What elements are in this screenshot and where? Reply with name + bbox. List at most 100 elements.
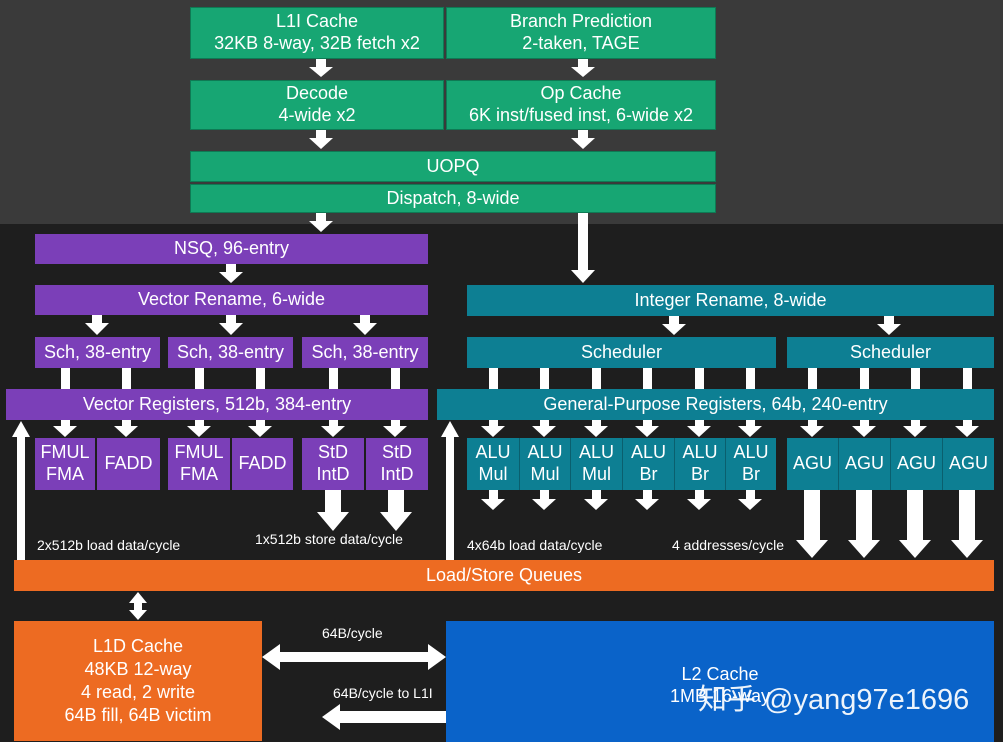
l1d-fill: 64B fill, 64B victim (64, 705, 212, 726)
alu-mul-2: ALU Mul (519, 438, 570, 490)
agu-3: AGU (890, 438, 942, 490)
arrow-down-vrename-sch2 (219, 315, 243, 335)
op-cache-title: Op Cache (540, 83, 622, 104)
integer-scheduler-1: Scheduler (467, 337, 776, 368)
unit-line2: Mul (530, 464, 560, 484)
arrow-gpr-alu2 (532, 420, 556, 437)
arrow-vreg-unit3 (187, 420, 211, 437)
vector-unit-fmul-fma-2: FMUL FMA (168, 438, 230, 490)
unit-line1: FMUL (40, 442, 90, 463)
arrow-l2-to-l1i (322, 704, 446, 730)
agu-label: AGU (948, 453, 988, 474)
arrow-agu3-lsq (899, 490, 931, 558)
arrow-sch2-reg-b (256, 368, 265, 389)
uopq-block: UOPQ (190, 151, 716, 182)
arrow-lsq-l1d-bidir (129, 592, 147, 620)
arrow-gpr-alu1 (481, 420, 505, 437)
unit-line1: StD (317, 442, 348, 463)
arrow-gpr-agu3 (903, 420, 927, 437)
alu-br-3: ALU Br (725, 438, 776, 490)
arrow-alu6-out (738, 490, 762, 510)
vector-load-label: 2x512b load data/cycle (37, 537, 181, 553)
arrow-isch-gpr-6 (746, 368, 755, 389)
op-cache-detail: 6K inst/fused inst, 6-wide x2 (468, 105, 694, 125)
arrow-down-vrename-sch1 (85, 315, 109, 335)
integer-load-label: 4x64b load data/cycle (467, 537, 603, 553)
arrow-alu1-out (481, 490, 505, 510)
arrow-sch1-reg-b (122, 368, 131, 389)
agu-label: AGU (844, 453, 884, 474)
l1i-cache-block: L1I Cache 32KB 8-way, 32B fetch x2 (190, 7, 444, 59)
arrow-gpr-agu4 (955, 420, 979, 437)
l2-title: L2 Cache (681, 663, 759, 684)
vector-scheduler-3: Sch, 38-entry (302, 337, 428, 368)
arrow-isch-gpr-1 (489, 368, 498, 389)
dispatch-label: Dispatch, 8-wide (386, 187, 520, 208)
arrow-gpr-alu4 (635, 420, 659, 437)
agu-label: AGU (896, 453, 936, 474)
arrow-sch3-reg-a (329, 368, 338, 389)
arrow-isch-gpr-3 (592, 368, 601, 389)
arrow-agu2-lsq (848, 490, 880, 558)
unit-line1: ALU (630, 442, 666, 463)
decode-block: Decode 4-wide x2 (190, 80, 444, 130)
vector-unit-fadd-1: FADD (97, 438, 160, 490)
alu-br-2: ALU Br (674, 438, 725, 490)
vector-registers-block: Vector Registers, 512b, 384-entry (6, 389, 428, 420)
decode-title: Decode (285, 83, 349, 104)
arrow-alu5-out (687, 490, 711, 510)
l1d-size: 48KB 12-way (84, 658, 192, 679)
arrow-agu1-lsq (796, 490, 828, 558)
arrow-down-irename-sch2 (877, 316, 901, 335)
unit-line2: IntD (380, 464, 414, 484)
nsq-label: NSQ, 96-entry (173, 238, 290, 259)
arrow-sch3-reg-b (391, 368, 400, 389)
arrow-vreg-unit1 (53, 420, 77, 437)
unit-line2: Mul (581, 464, 611, 484)
arrow-gpr-agu1 (800, 420, 824, 437)
arrow-gpr-agu2 (852, 420, 876, 437)
vector-scheduler-2: Sch, 38-entry (168, 337, 293, 368)
arrow-l1d-l2-bidir (262, 644, 446, 670)
arrow-down-opcache-uopq (571, 130, 595, 149)
arrow-vreg-unit5 (321, 420, 345, 437)
arrow-vreg-unit6 (383, 420, 407, 437)
integer-rename-label: Integer Rename, 8-wide (634, 289, 827, 310)
gp-registers-label: General-Purpose Registers, 64b, 240-entr… (543, 393, 888, 414)
unit-line1: FADD (238, 453, 287, 474)
arrow-isch-gpr-8 (860, 368, 869, 389)
unit-line2: Br (691, 464, 709, 484)
unit-line2: Br (742, 464, 760, 484)
arrow-down-dispatch-integer (571, 213, 595, 283)
arrow-alu4-out (635, 490, 659, 510)
integer-scheduler-label: Scheduler (849, 341, 932, 362)
load-store-queues-label: Load/Store Queues (425, 564, 583, 585)
vector-rename-label: Vector Rename, 6-wide (137, 289, 326, 310)
arrow-down-bp-opcache (571, 59, 595, 77)
unit-line1: ALU (475, 442, 511, 463)
arrow-isch-gpr-7 (808, 368, 817, 389)
op-cache-block: Op Cache 6K inst/fused inst, 6-wide x2 (446, 80, 716, 130)
l2-cache-block: L2 Cache 1MB 16-way (446, 621, 994, 742)
arrow-sch1-reg-a (61, 368, 70, 389)
unit-line2: FMA (180, 464, 218, 484)
arrow-sch2-reg-a (195, 368, 204, 389)
unit-line1: StD (381, 442, 412, 463)
arrow-up-vector-load (12, 421, 30, 560)
integer-rename-block: Integer Rename, 8-wide (467, 285, 994, 316)
l1d-title: L1D Cache (92, 635, 184, 656)
vector-unit-fadd-2: FADD (232, 438, 293, 490)
vector-registers-label: Vector Registers, 512b, 384-entry (82, 393, 352, 414)
arrow-isch-gpr-4 (643, 368, 652, 389)
arrow-down-dispatch-nsq (309, 213, 333, 232)
arrow-down-decode-uopq (309, 130, 333, 149)
branch-prediction-title: Branch Prediction (509, 11, 653, 32)
arrow-alu2-out (532, 490, 556, 510)
l2-l1i-link-label: 64B/cycle to L1I (333, 685, 433, 701)
l1d-ports: 4 read, 2 write (80, 682, 196, 702)
alu-mul-1: ALU Mul (467, 438, 519, 490)
arrow-down-vrename-sch3 (353, 315, 377, 335)
unit-line1: ALU (733, 442, 769, 463)
vector-unit-std-intd-2: StD IntD (366, 438, 428, 490)
